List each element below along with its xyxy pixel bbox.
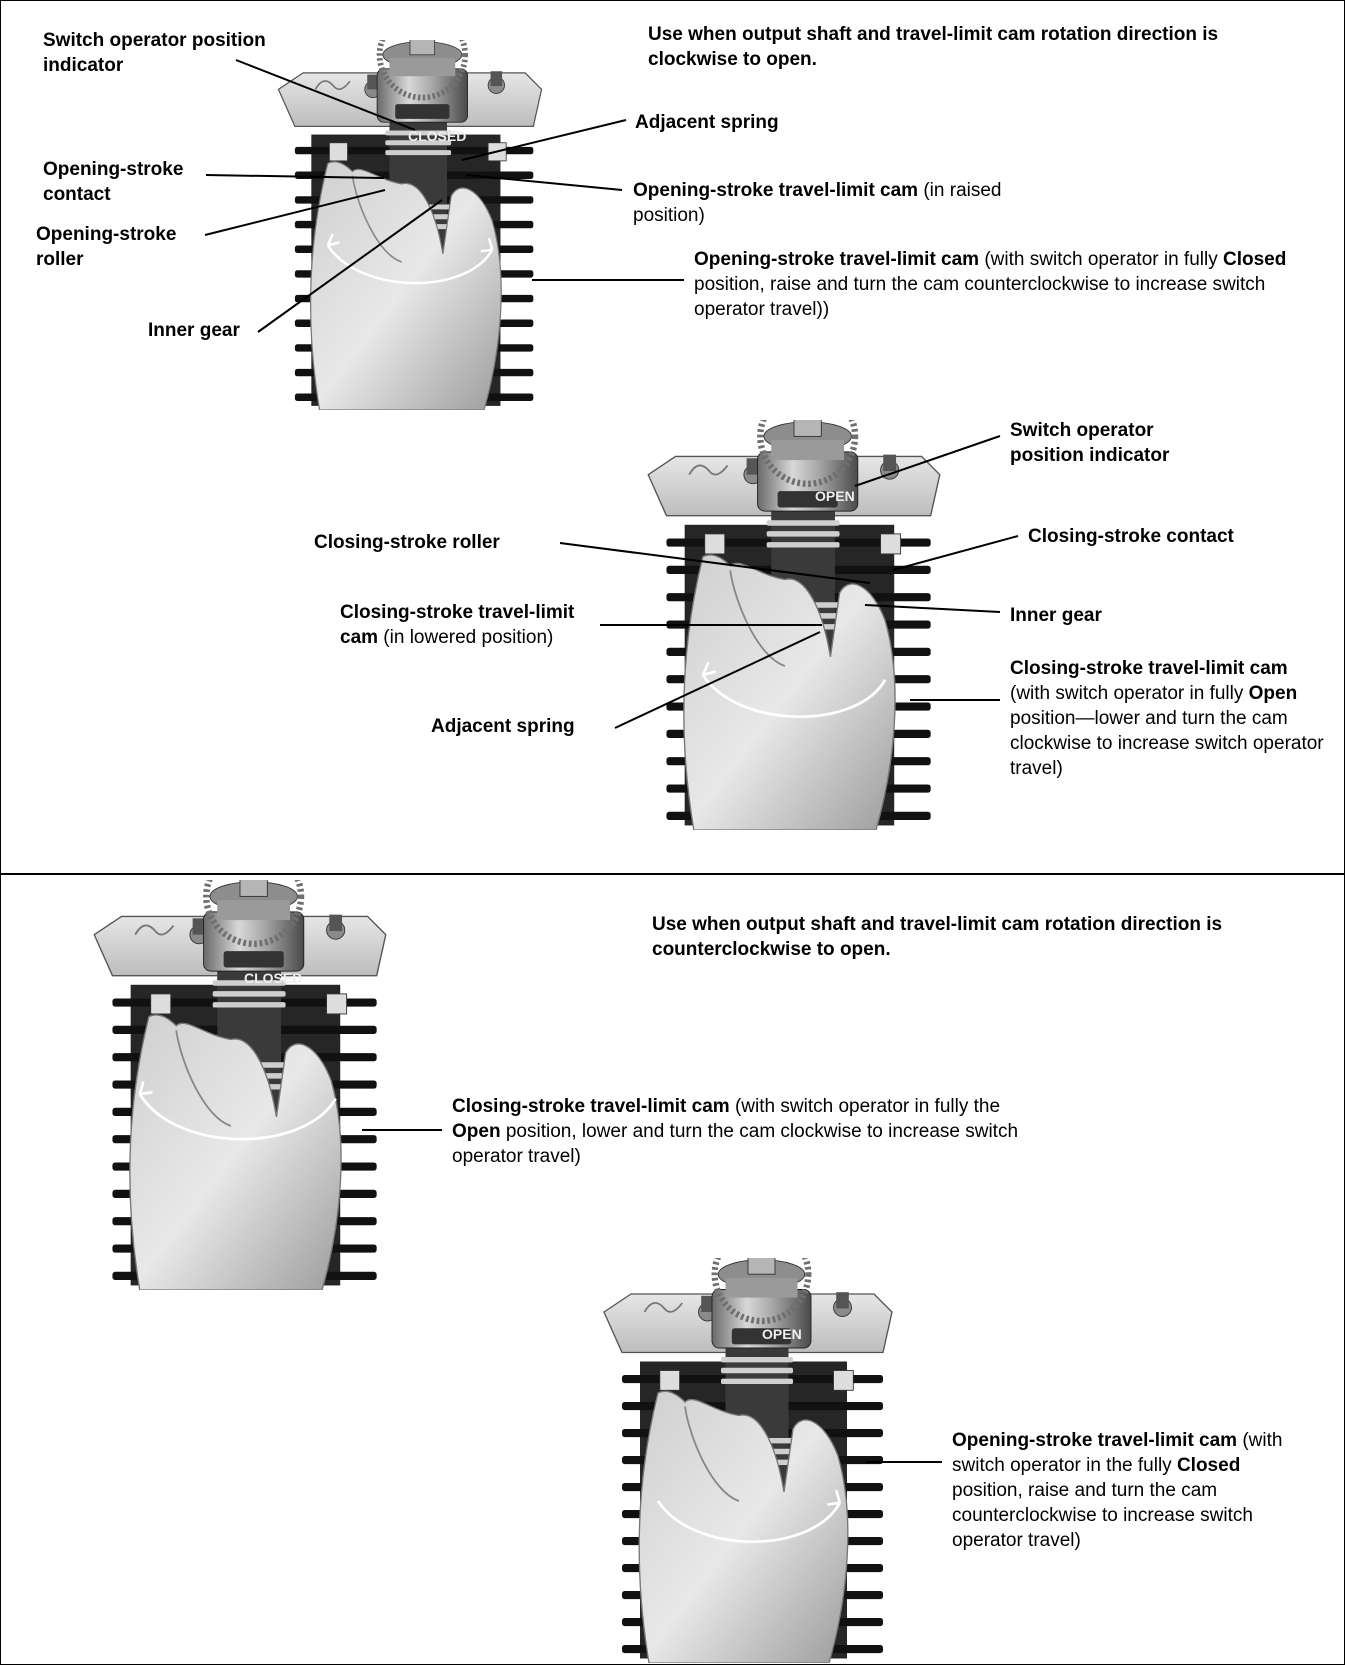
leader-closing-roller: [560, 543, 870, 583]
leader-opening-cam-raised: [466, 175, 622, 190]
leader-adjacent-spring-1: [462, 120, 626, 160]
leader-inner-gear-2: [865, 605, 1000, 612]
leader-inner-gear-1: [258, 200, 442, 332]
leader-opening-contact: [206, 175, 384, 178]
leader-opening-roller: [205, 190, 385, 235]
leader-switch-indicator-2: [855, 436, 1000, 486]
leader-closing-contact: [893, 536, 1018, 570]
leader-switch-indicator-1: [236, 60, 415, 130]
leader-adjacent-spring-2: [615, 632, 820, 728]
